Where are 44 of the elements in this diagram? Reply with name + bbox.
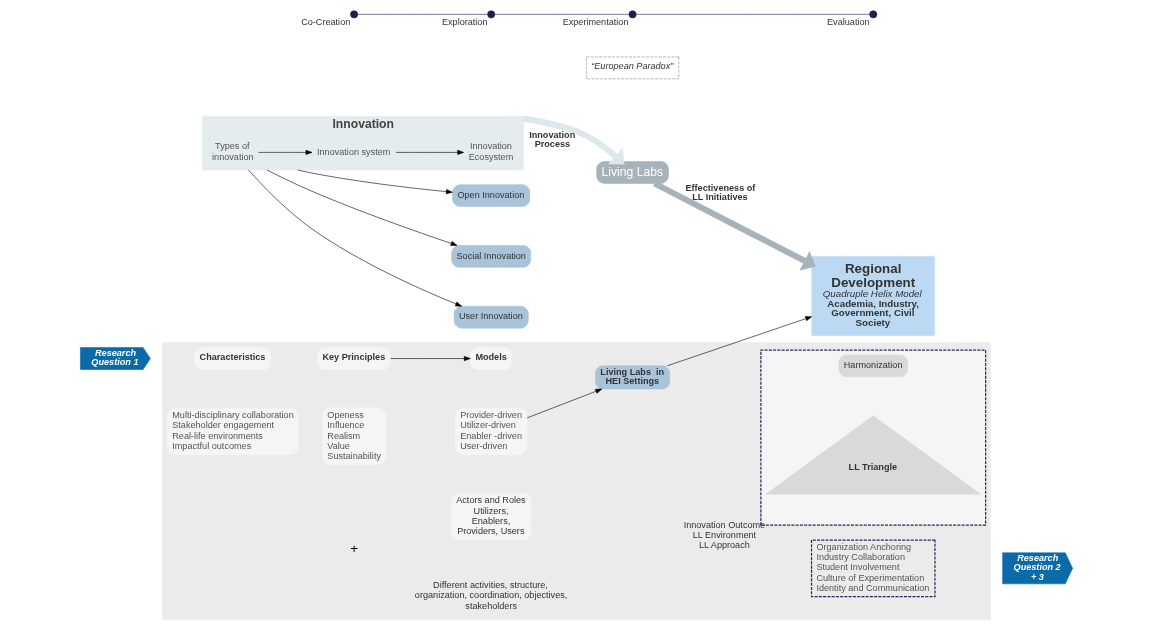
edge-label: Effectiveness of LL Initiatives — [684, 183, 755, 203]
connector — [356, 14, 488, 15]
cluster — [161, 342, 991, 620]
node-box: Regional Development Quadruple Helix Model Academia, Industry, Government, Civil Society — [811, 256, 935, 336]
arrow — [395, 149, 464, 155]
arrow — [652, 180, 816, 271]
node-label: Exploration — [441, 17, 488, 28]
node-circle — [486, 10, 495, 19]
node-text: Innovation Ecosystem — [468, 141, 513, 162]
node-box: Models — [469, 347, 512, 370]
node-box: Organization Anchoring Industry Collaboration Student Involvement Culture of Experimentation Identity and Communication — [810, 539, 936, 598]
label: Different activities, structure, organization, coordination, objectives, stakeholders — [414, 580, 567, 611]
node-text: Innovation system — [316, 146, 390, 157]
node-box: Open Innovation — [451, 184, 530, 207]
arrow — [522, 115, 624, 165]
arrow — [526, 388, 602, 419]
arrow — [247, 169, 462, 307]
node-circle — [349, 10, 358, 19]
node-box: Harmonization — [838, 354, 908, 378]
arrow — [389, 356, 471, 361]
node-label: Co-Creation — [300, 17, 350, 28]
arrow — [666, 316, 812, 367]
node-box: Provider-driven Utilizer-driven Enabler -driven User-driven — [454, 408, 527, 455]
node-box: Living Labs in HEI Settings — [594, 365, 670, 390]
connector — [494, 14, 629, 15]
node-text: Types of innovation — [211, 141, 254, 162]
label: + — [349, 540, 358, 556]
node-box: Living Labs — [595, 161, 669, 184]
node-box: Social Innovation — [450, 245, 531, 268]
node-label: LL Environment — [692, 530, 756, 541]
node-label: Experimentation — [562, 17, 628, 28]
connector — [635, 14, 870, 15]
node-box: User Innovation — [453, 305, 529, 329]
arrow — [266, 169, 457, 246]
node-box: Key Principles — [316, 347, 391, 370]
node-label: Innovation Outcome — [683, 519, 765, 530]
node-circle — [868, 10, 877, 19]
arrow — [296, 169, 453, 195]
node-circle — [628, 10, 637, 19]
edge-label: Innovation Process — [528, 129, 575, 149]
node-label: Evaluation — [826, 17, 870, 28]
node-box: “European Paradox” — [585, 56, 679, 80]
node-label: LL Approach — [698, 540, 750, 551]
arrow — [257, 149, 312, 155]
